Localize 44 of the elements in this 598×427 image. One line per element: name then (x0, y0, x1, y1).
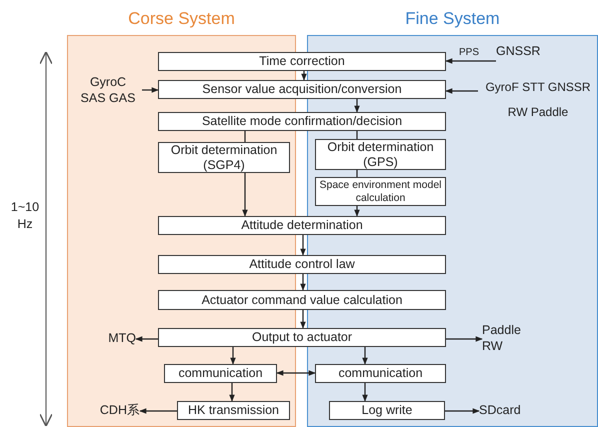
arrow (354, 206, 360, 217)
process-box: Attitude control law (158, 255, 446, 274)
arrow (300, 310, 306, 329)
arrow (301, 71, 307, 81)
arrow (362, 347, 368, 365)
signal-label: Paddle RW (482, 323, 522, 355)
arrow (354, 99, 360, 113)
process-box: Orbit determination (GPS) (315, 139, 446, 170)
arrow (446, 336, 483, 342)
process-box: communication (164, 364, 277, 383)
edge-label: PPS (457, 47, 482, 58)
arrow (362, 383, 368, 402)
process-box: Log write (329, 401, 445, 420)
arrow (445, 88, 478, 94)
process-box: Orbit determination (SGP4) (158, 142, 290, 173)
process-box: Attitude determination (158, 216, 446, 235)
arrow (142, 87, 159, 93)
signal-label: GNSSR (496, 44, 540, 60)
signal-label: GyroF STT GNSSR RW Paddle (484, 78, 592, 121)
arrow (135, 336, 158, 342)
process-box: Satellite mode confirmation/decision (158, 112, 446, 131)
arrow (139, 408, 177, 414)
process-box: HK transmission (177, 401, 290, 420)
arrow (300, 235, 306, 256)
arrow (229, 383, 235, 402)
process-box: communication (315, 364, 446, 383)
signal-label: MTQ (108, 331, 136, 347)
arrow (242, 173, 248, 217)
process-box: Space environment model calculation (315, 177, 446, 206)
process-box: Time correction (158, 52, 446, 71)
arrow (276, 370, 316, 376)
signal-label: GyroC SAS GAS (80, 75, 136, 107)
frequency-label: 1~10 Hz (10, 199, 40, 233)
signal-label: CDH系 (100, 403, 140, 419)
process-box: Output to actuator (158, 328, 446, 347)
signal-label: SDcard (479, 403, 521, 419)
arrow (445, 408, 480, 414)
arrow (445, 58, 496, 64)
section-title: Fine System (404, 8, 501, 30)
process-box: Actuator command value calculation (158, 290, 446, 310)
arrow (300, 274, 306, 291)
arrow (230, 347, 236, 365)
process-box: Sensor value acquisition/conversion (158, 80, 446, 99)
section-title: Corse System (127, 8, 236, 30)
